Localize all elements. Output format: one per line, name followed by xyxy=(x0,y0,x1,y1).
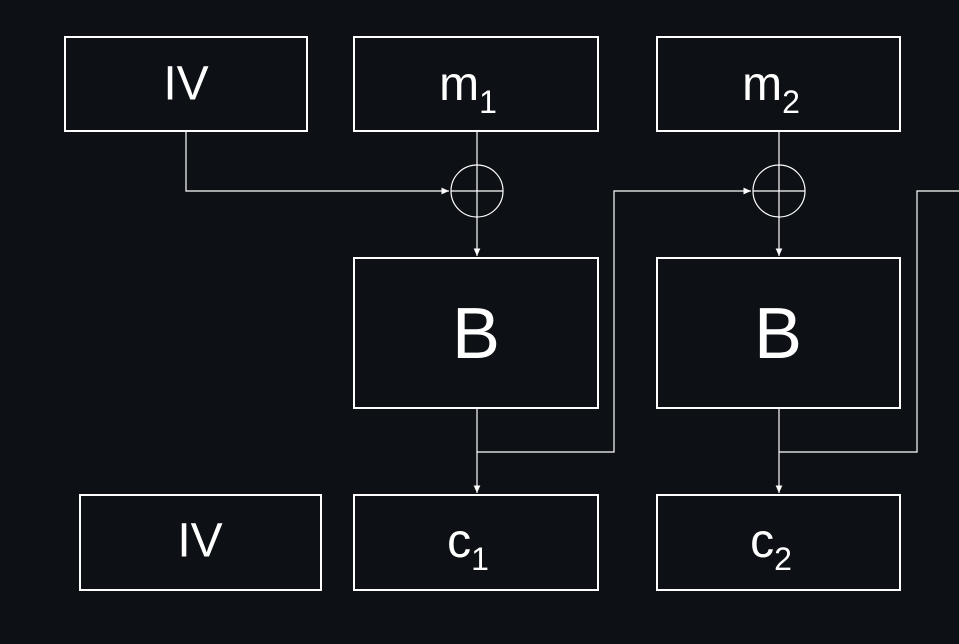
m2-subscript: 2 xyxy=(782,84,800,120)
svg-text:m2: m2 xyxy=(742,58,800,121)
svg-text:c1: c1 xyxy=(447,515,489,578)
c1-chain-to-xor2-arrow xyxy=(477,187,751,453)
block-cipher-1-label: B xyxy=(452,294,500,374)
m1-subscript: 1 xyxy=(479,84,497,120)
iv-to-xor1-arrow xyxy=(185,131,449,195)
iv-box-bottom: IV xyxy=(79,494,322,591)
plaintext-block-m1: m1 xyxy=(353,36,599,132)
xor-icon-2 xyxy=(752,164,806,218)
c2-subscript: 2 xyxy=(774,541,792,577)
c1-subscript: 1 xyxy=(471,541,489,577)
xor-icon-1 xyxy=(450,164,504,218)
svg-text:m1: m1 xyxy=(439,58,497,121)
iv-bottom-label: IV xyxy=(177,515,222,568)
block-cipher-2: B xyxy=(656,257,901,409)
block-cipher-1: B xyxy=(353,257,599,409)
iv-box-top: IV xyxy=(64,36,308,132)
m2-base: m xyxy=(742,58,782,111)
c1-base: c xyxy=(447,515,471,568)
ciphertext-block-c2: c2 xyxy=(656,494,901,591)
iv-top-label: IV xyxy=(163,58,208,111)
c2-chain-to-next-line xyxy=(779,190,959,453)
plaintext-block-m2: m2 xyxy=(656,36,901,132)
c2-base: c xyxy=(750,515,774,568)
svg-text:c2: c2 xyxy=(750,515,792,578)
m1-base: m xyxy=(439,58,479,111)
block-cipher-2-label: B xyxy=(754,294,802,374)
ciphertext-block-c1: c1 xyxy=(353,494,599,591)
